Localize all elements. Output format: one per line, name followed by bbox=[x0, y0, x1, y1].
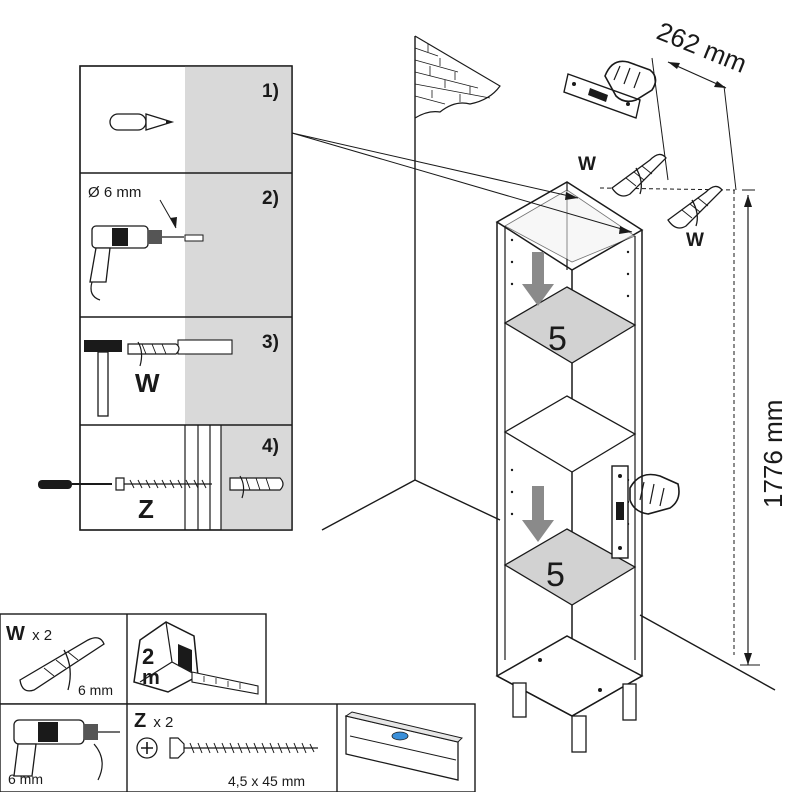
screw-icon bbox=[169, 737, 318, 759]
part-anchor-letter: W bbox=[6, 623, 25, 645]
dimension-height: 1776 mm bbox=[733, 189, 788, 666]
brick-wall-patch bbox=[414, 35, 501, 119]
anchor-label-left: W bbox=[578, 154, 596, 175]
step-1-number: 1) bbox=[262, 81, 279, 102]
drill-icon bbox=[89, 225, 184, 301]
step-3-number: 3) bbox=[262, 332, 279, 353]
tool-drill-size: 6 mm bbox=[8, 771, 43, 787]
screwdriver-icon bbox=[38, 480, 112, 489]
svg-text:W x 2: W x 2 bbox=[6, 623, 52, 645]
screw-icon-step4 bbox=[115, 477, 212, 491]
part-anchor-cell: W x 2 6 mm bbox=[6, 623, 113, 698]
mount-height-label: 1776 mm bbox=[758, 400, 788, 508]
step-2: 2) Ø 6 mm bbox=[88, 184, 279, 301]
step-3-part-letter: W bbox=[135, 368, 160, 398]
wall-anchor-icon bbox=[19, 637, 105, 692]
anchor-icon-step3 bbox=[127, 341, 180, 367]
level-bubble bbox=[391, 731, 409, 741]
dimension-width: 262 mm bbox=[651, 16, 751, 191]
spirit-level-icon bbox=[344, 711, 463, 781]
shelf-count-lower: 5 bbox=[546, 556, 565, 594]
drill-tool-icon bbox=[13, 719, 120, 781]
tape-value: 2 bbox=[142, 644, 154, 669]
step-1: 1) bbox=[109, 81, 279, 131]
step-4-part-letter: Z bbox=[138, 494, 154, 524]
room-corner bbox=[321, 36, 776, 691]
pointer-lines bbox=[291, 132, 633, 234]
part-screw-size: 4,5 x 45 mm bbox=[228, 773, 305, 789]
shelf-arrow-upper: 5 bbox=[522, 252, 567, 358]
step-3: 3) W bbox=[84, 332, 279, 417]
tape-unit: m bbox=[142, 667, 160, 689]
screw-head-icon bbox=[136, 737, 158, 759]
hammer-icon bbox=[84, 340, 122, 417]
tool-tape-cell: 2 m bbox=[133, 621, 259, 695]
tool-level-cell bbox=[344, 711, 463, 781]
tool-drill-cell: 6 mm bbox=[8, 719, 120, 787]
hand-icon-top bbox=[604, 60, 657, 103]
svg-text:Z x 2: Z x 2 bbox=[134, 710, 173, 732]
step-4-number: 4) bbox=[262, 436, 279, 457]
tall-cabinet bbox=[495, 181, 644, 753]
part-screw-qty: x 2 bbox=[153, 714, 173, 731]
spirit-level-vertical bbox=[611, 465, 629, 559]
pencil-icon bbox=[109, 113, 175, 131]
shelf-count-upper: 5 bbox=[548, 320, 567, 358]
wall-offset-label: 262 mm bbox=[653, 16, 751, 79]
part-screw-letter: Z bbox=[134, 710, 146, 732]
part-screw-cell: Z x 2 4,5 x 45 mm bbox=[134, 710, 318, 789]
step-4: 4) Z bbox=[38, 425, 284, 530]
spirit-level-horizontal bbox=[563, 73, 641, 119]
anchor-icon-step4 bbox=[229, 475, 284, 499]
part-anchor-size: 6 mm bbox=[78, 682, 113, 698]
anchor-label-right: W bbox=[686, 230, 704, 251]
steps-panel bbox=[79, 65, 293, 531]
tape-measure-icon bbox=[133, 621, 259, 695]
step-2-number: 2) bbox=[262, 188, 279, 209]
wall-anchor-right: W bbox=[667, 185, 723, 251]
shelf-arrow-lower: 5 bbox=[522, 486, 565, 594]
hand-icon-side bbox=[629, 473, 680, 515]
step-2-drill-size: Ø 6 mm bbox=[88, 184, 141, 201]
part-anchor-qty: x 2 bbox=[32, 627, 52, 644]
